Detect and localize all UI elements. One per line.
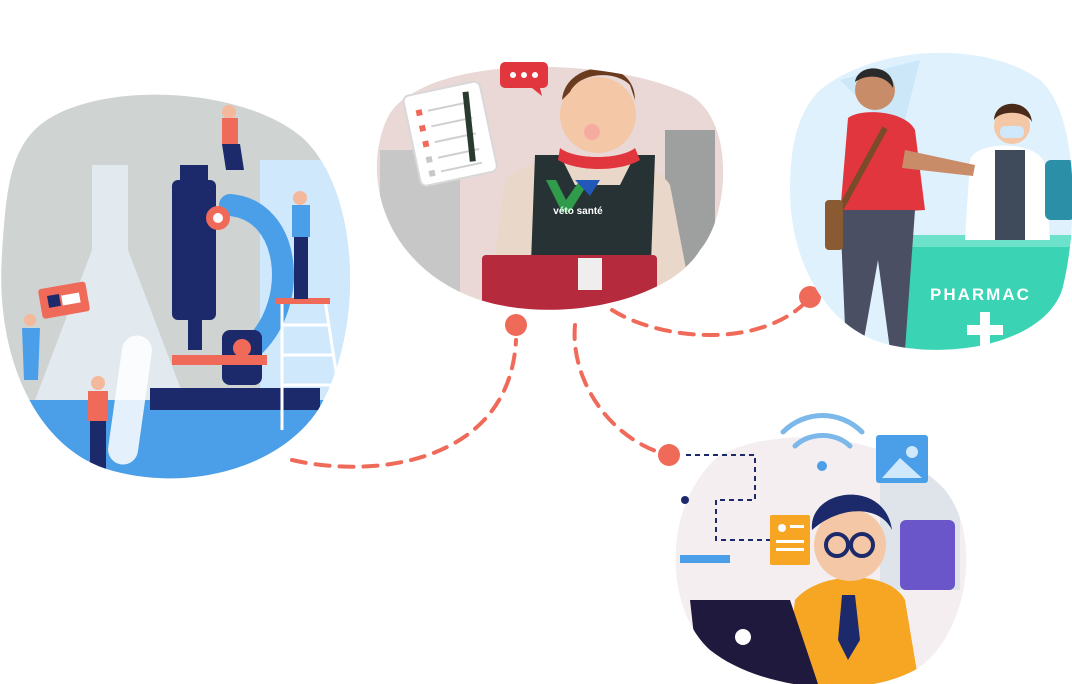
connector-delivery-office — [572, 323, 670, 457]
chat-bubble-icon — [500, 62, 548, 96]
scientist-left — [22, 314, 40, 380]
veto-sante-logo: véto santé — [546, 180, 603, 217]
image-icon — [876, 435, 928, 483]
pharmacy-sign-text: PHARMAC — [930, 285, 1031, 304]
microscope-tube — [172, 180, 216, 320]
plus-cross-icon — [967, 312, 1003, 348]
scientist-top — [222, 105, 244, 170]
wifi-icon — [780, 413, 865, 471]
lab-scene — [1, 94, 351, 479]
scientist-bottom — [88, 376, 108, 471]
network-lines — [686, 454, 770, 541]
connector-node — [799, 286, 821, 308]
clipboard-icon — [402, 80, 498, 187]
info-card-icon — [38, 281, 90, 319]
network-node — [681, 496, 689, 504]
document-icon — [770, 515, 810, 565]
logo-brand-text: véto santé — [553, 206, 603, 217]
pharmacy-scene — [790, 52, 1072, 350]
shoulder-bag — [825, 200, 843, 250]
package — [482, 255, 657, 310]
test-tube — [108, 335, 152, 465]
connector-delivery-pharmacy — [610, 298, 810, 337]
connector-lab-delivery — [290, 338, 518, 469]
connector-node — [505, 314, 527, 336]
dashed-connectors — [290, 298, 810, 469]
office-scene — [675, 437, 967, 684]
scientist-on-ladder — [292, 191, 310, 299]
connector-node — [658, 444, 680, 466]
